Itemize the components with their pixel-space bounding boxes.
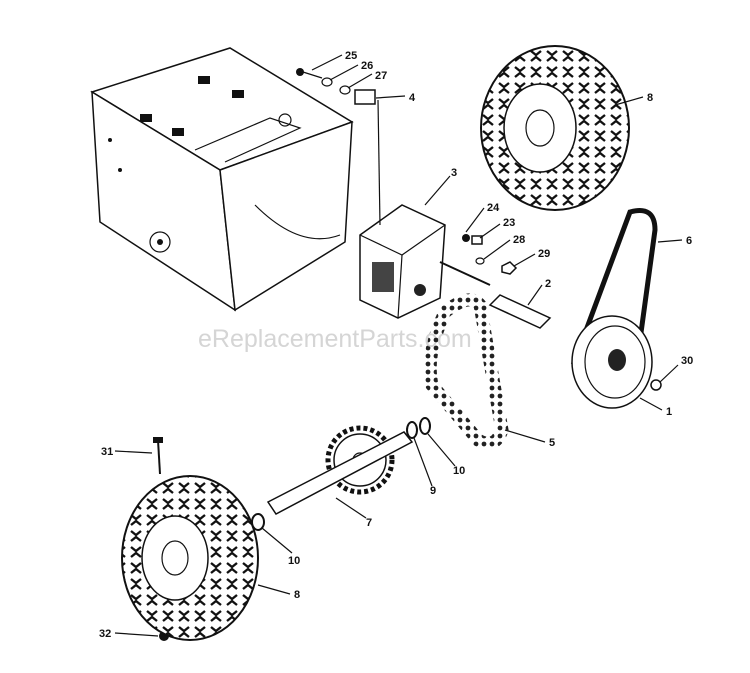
callout-6: 6 <box>686 235 692 247</box>
gearbox <box>359 204 491 319</box>
sprocket-axle <box>266 425 414 515</box>
callout-25: 25 <box>345 50 357 62</box>
callout-26: 26 <box>361 60 373 72</box>
leader-lines <box>114 54 683 637</box>
hardware <box>153 68 662 641</box>
callout-8-lower: 8 <box>294 589 300 601</box>
callout-3: 3 <box>451 167 457 179</box>
callout-23: 23 <box>503 217 515 229</box>
callout-4: 4 <box>409 92 416 104</box>
upper-wheel <box>480 45 630 211</box>
callout-2: 2 <box>545 278 551 290</box>
callout-1: 1 <box>666 406 672 418</box>
callout-31: 31 <box>101 446 113 458</box>
callout-30: 30 <box>681 355 693 367</box>
callout-10-upper: 10 <box>453 465 465 477</box>
callout-9: 9 <box>430 485 436 497</box>
callout-29: 29 <box>538 248 550 260</box>
callout-32: 32 <box>99 628 111 640</box>
frame-housing <box>90 47 354 312</box>
callout-27: 27 <box>375 70 387 82</box>
callout-labels: 25 26 27 4 8 3 24 23 6 28 29 2 30 1 5 10… <box>99 50 693 640</box>
callout-24: 24 <box>487 202 500 214</box>
lower-wheel <box>121 475 259 641</box>
watermark: eReplacementParts.com <box>198 325 472 353</box>
belt-pulley <box>570 208 658 409</box>
callout-28: 28 <box>513 234 525 246</box>
callout-7: 7 <box>366 517 372 529</box>
chain <box>423 293 509 450</box>
callout-10-lower: 10 <box>288 555 300 567</box>
callout-8-upper: 8 <box>647 92 653 104</box>
callout-5: 5 <box>549 437 555 449</box>
